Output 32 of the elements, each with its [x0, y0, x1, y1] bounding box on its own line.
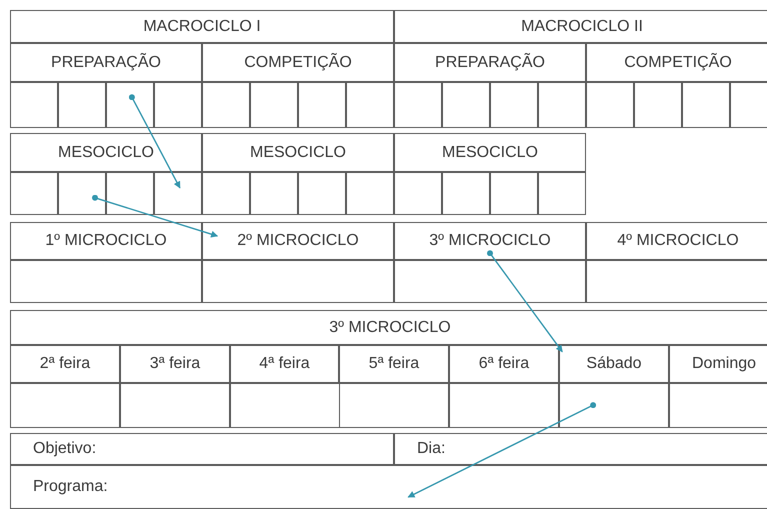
table-header-cell: COMPETIÇÃO	[586, 43, 767, 82]
leader-arrow	[408, 402, 596, 498]
leader-arrow	[487, 250, 563, 352]
table-header-cell: MACROCICLO I	[10, 10, 394, 43]
table-header-cell: MESOCICLO	[10, 133, 202, 172]
table-header-cell: 2ª feira	[10, 345, 120, 383]
table-header-cell: 3ª feira	[120, 345, 230, 383]
table-header-cell: 3º MICROCICLO	[10, 310, 767, 345]
leader-arrow	[92, 194, 218, 238]
table-header-cell: MACROCICLO II	[394, 10, 767, 43]
table-header-cell: 6ª feira	[449, 345, 559, 383]
table-header-cell: 4ª feira	[230, 345, 339, 383]
form-field-label: Dia:	[394, 433, 767, 465]
empty-cell	[154, 172, 202, 215]
empty-cell	[559, 383, 669, 428]
table-header-cell: MESOCICLO	[202, 133, 394, 172]
table-header-cell: 1º MICROCICLO	[10, 222, 202, 260]
empty-cell	[58, 172, 106, 215]
form-field-label: Objetivo:	[10, 433, 394, 465]
table-header-cell: MESOCICLO	[394, 133, 586, 172]
table-header-cell: 2º MICROCICLO	[202, 222, 394, 260]
form-field-label: Programa:	[10, 465, 767, 509]
table-header-cell: 3º MICROCICLO	[394, 222, 586, 260]
table-header-cell: 4º MICROCICLO	[586, 222, 767, 260]
leader-arrow	[128, 94, 181, 189]
table-header-cell: PREPARAÇÃO	[10, 43, 202, 82]
table-header-cell: 5ª feira	[339, 345, 449, 383]
table-header-cell: Domingo	[669, 345, 767, 383]
table-header-cell: COMPETIÇÃO	[202, 43, 394, 82]
empty-cell	[106, 82, 154, 128]
table-header-cell: Sábado	[559, 345, 669, 383]
table-header-cell: PREPARAÇÃO	[394, 43, 586, 82]
